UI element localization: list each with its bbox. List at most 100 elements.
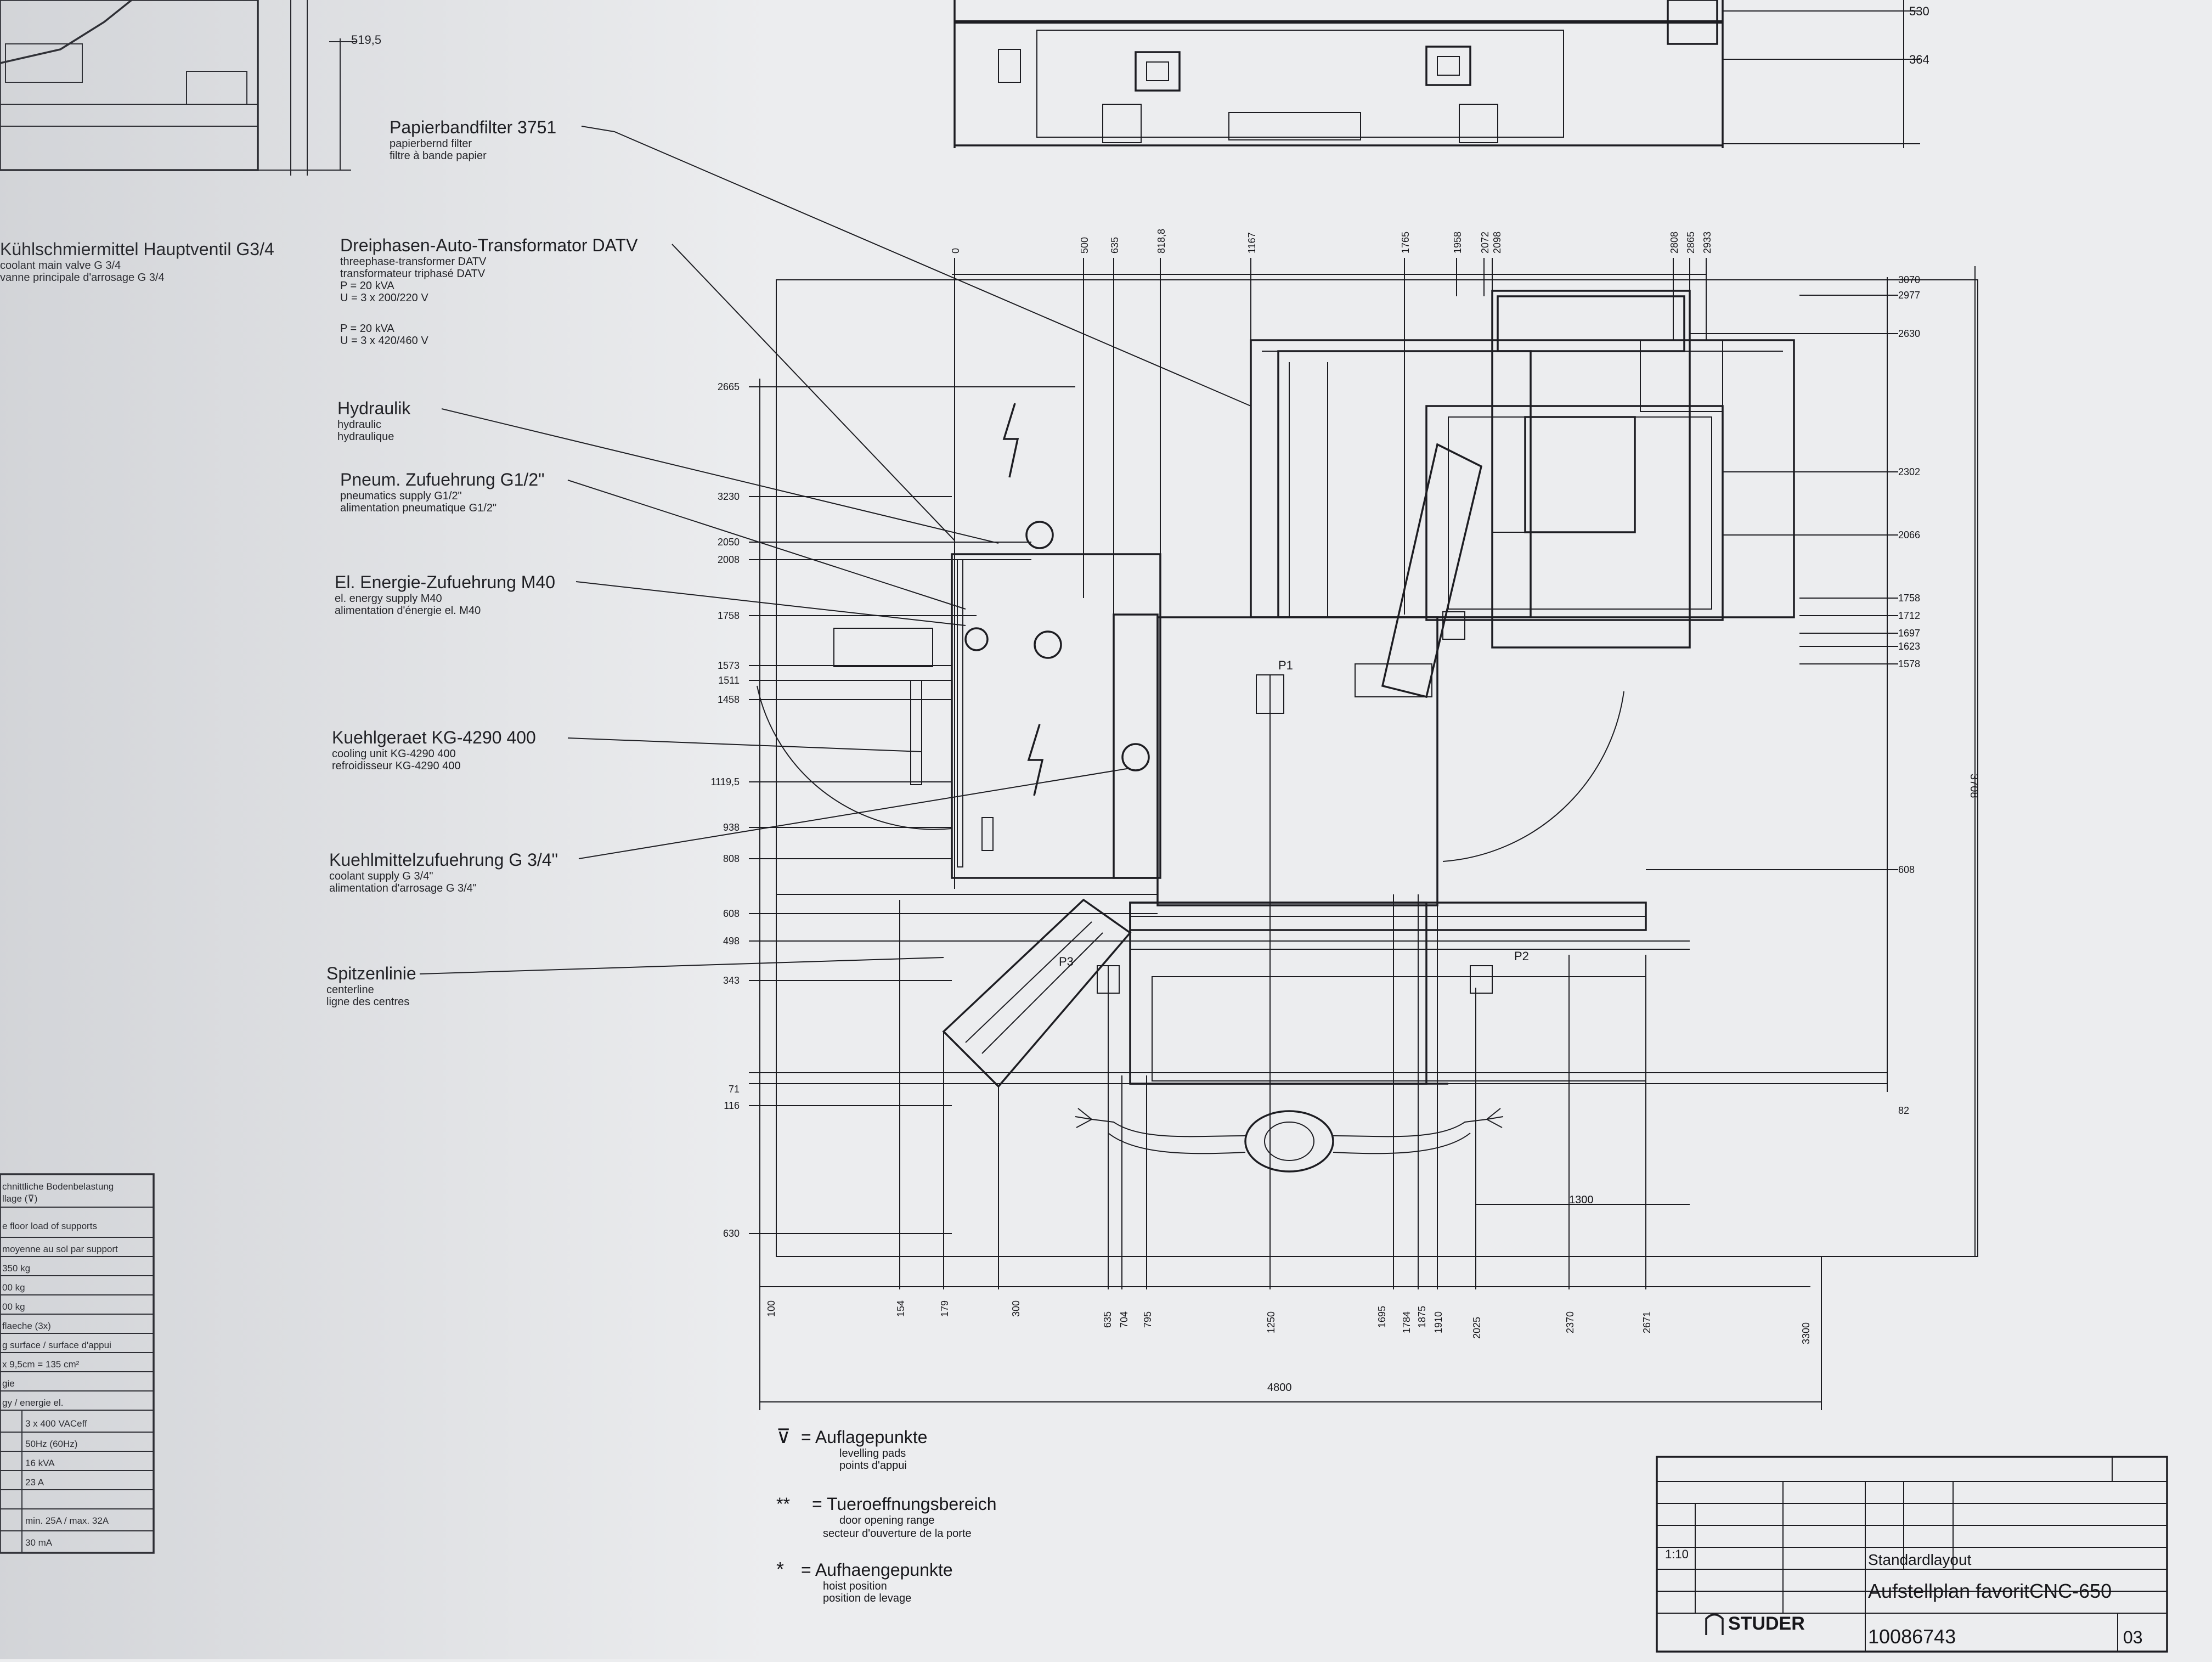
left-dim-343: 343 bbox=[723, 975, 740, 986]
legend-sub-door-fr: secteur d'ouverture de la porte bbox=[823, 1528, 972, 1540]
callout-transformator-en: threephase-transformer DATV bbox=[340, 256, 487, 268]
legend-symbol-pads: ⊽ bbox=[776, 1425, 791, 1447]
callout-kuehlmittel: Kuehlmittelzufuehrung G 3/4" bbox=[329, 850, 558, 870]
legend-sub-hoist-fr: position de levage bbox=[823, 1592, 911, 1604]
bottom-dim-1910: 1910 bbox=[1433, 1311, 1444, 1333]
callout-papierbandfilter-en: papierbernd filter bbox=[390, 138, 472, 150]
left-dim-2665: 2665 bbox=[718, 381, 740, 392]
table-row-0: chnittliche Bodenbelastung bbox=[2, 1181, 114, 1192]
bottom-dim-704: 704 bbox=[1119, 1311, 1130, 1328]
top-dim-2865: 2865 bbox=[1685, 232, 1696, 253]
panel-details bbox=[964, 403, 1150, 851]
studer-logo: STUDER bbox=[1728, 1613, 1805, 1634]
legend-sub-pads-en: levelling pads bbox=[839, 1447, 906, 1460]
dim-1300: 1300 bbox=[1569, 1194, 1594, 1206]
callout-transformator-fr: transformateur triphasé DATV bbox=[340, 268, 486, 280]
callout-hauptventil-fr: vanne principale d'arrosage G 3/4 bbox=[0, 272, 165, 284]
overall-height-dim: 3708 bbox=[1968, 774, 1980, 798]
bottom-dim-100: 100 bbox=[766, 1300, 777, 1317]
table-row-5: 00 kg bbox=[2, 1282, 25, 1293]
title-block: 1:10 Standardlayout Aufstellplan favorit… bbox=[1656, 1456, 2168, 1653]
left-dim-608: 608 bbox=[723, 908, 740, 919]
callout-transformator-p2: P = 20 kVA bbox=[340, 323, 394, 335]
bottom-dim-795: 795 bbox=[1142, 1311, 1153, 1328]
left-dimension-chain: 2665 3230 2050 2008 1758 1573 1511 1458 … bbox=[711, 379, 1887, 1239]
point-p3: P3 bbox=[1059, 955, 1074, 968]
callout-pneum: Pneum. Zufuehrung G1/2" bbox=[340, 470, 544, 489]
bottom-dim-154: 154 bbox=[895, 1300, 906, 1317]
point-p1: P1 bbox=[1278, 658, 1293, 672]
title-scale: 1:10 bbox=[1665, 1547, 1689, 1561]
dim-519-5: 519,5 bbox=[351, 33, 381, 47]
callout-kuehlgeraet-en: cooling unit KG-4290 400 bbox=[332, 748, 456, 760]
bottom-dim-635: 635 bbox=[1102, 1311, 1113, 1328]
top-dim-500: 500 bbox=[1079, 237, 1090, 253]
table-value-5: 30 mA bbox=[25, 1537, 53, 1548]
dim-530: 530 bbox=[1909, 4, 1929, 18]
legend-symbol-door: ** bbox=[776, 1494, 790, 1514]
callout-spitzenlinie-fr: ligne des centres bbox=[326, 996, 409, 1008]
right-dim-608-r: 608 bbox=[1898, 864, 1915, 875]
title-main: Aufstellplan favoritCNC-650 bbox=[1868, 1580, 2112, 1602]
left-dim-3230: 3230 bbox=[718, 491, 740, 502]
pneumatic-connector-icon bbox=[964, 627, 989, 651]
table-value-2: 16 kVA bbox=[25, 1458, 55, 1468]
electrical-hazard-icon-2 bbox=[1027, 724, 1044, 796]
callout-hauptventil-en: coolant main valve G 3/4 bbox=[0, 260, 121, 272]
right-dim-1697: 1697 bbox=[1898, 628, 1920, 639]
table-row-3: moyenne au sol par support bbox=[2, 1244, 118, 1254]
table-value-3: 23 A bbox=[25, 1477, 44, 1488]
title-number: 10086743 bbox=[1868, 1625, 1956, 1648]
bottom-dim-2025: 2025 bbox=[1471, 1317, 1482, 1339]
left-dim-1758: 1758 bbox=[718, 610, 740, 621]
bottom-dim-2671: 2671 bbox=[1641, 1311, 1652, 1333]
right-dim-2630: 2630 bbox=[1898, 328, 1920, 339]
left-dim-1511: 1511 bbox=[718, 675, 740, 686]
callout-transformator-u2: U = 3 x 420/460 V bbox=[340, 335, 428, 347]
top-dim-2072: 2072 bbox=[1480, 232, 1491, 253]
operator-figure bbox=[1075, 1108, 1504, 1173]
callout-kuehlmittel-en: coolant supply G 3/4" bbox=[329, 870, 433, 882]
table-row-7: flaeche (3x) bbox=[2, 1321, 51, 1331]
hydraulic-connector-icon bbox=[1025, 521, 1054, 549]
plan-view bbox=[757, 279, 1978, 1257]
point-p2: P2 bbox=[1514, 949, 1529, 963]
callout-texts: Papierbandfilter 3751 papierbernd filter… bbox=[0, 117, 638, 1008]
bottom-dim-3300: 3300 bbox=[1801, 1322, 1812, 1344]
callout-transformator-u1: U = 3 x 200/220 V bbox=[340, 292, 428, 304]
top-dim-1167: 1167 bbox=[1246, 232, 1257, 253]
left-dim-1119: 1119,5 bbox=[711, 776, 740, 787]
right-dim-1758: 1758 bbox=[1898, 593, 1920, 604]
table-row-10: gie bbox=[2, 1378, 15, 1389]
left-dim-2050: 2050 bbox=[718, 537, 740, 548]
callout-el-energie-en: el. energy supply M40 bbox=[335, 593, 442, 605]
callout-kuehlgeraet-fr: refroidisseur KG-4290 400 bbox=[332, 760, 461, 772]
right-dim-82: 82 bbox=[1898, 1105, 1909, 1116]
overall-width-dim: 4800 bbox=[1267, 1382, 1292, 1394]
front-elevation-view bbox=[953, 0, 1920, 148]
top-dim-818: 818,8 bbox=[1156, 229, 1167, 253]
top-dimension-chain: 0 500 635 818,8 1167 1765 1958 2072 2098… bbox=[950, 229, 1713, 889]
legend-sub-pads-fr: points d'appui bbox=[839, 1460, 907, 1472]
right-dim-2066: 2066 bbox=[1898, 529, 1920, 540]
callout-kuehlgeraet: Kuehlgeraet KG-4290 400 bbox=[332, 728, 536, 747]
top-dim-1958: 1958 bbox=[1452, 232, 1463, 253]
legend: ⊽ = Auflagepunkte levelling pads points … bbox=[776, 1425, 997, 1604]
left-dim-630: 630 bbox=[723, 1228, 740, 1239]
dim-364: 364 bbox=[1909, 53, 1929, 66]
legend-sub-hoist-en: hoist position bbox=[823, 1580, 887, 1592]
top-dim-2808: 2808 bbox=[1669, 232, 1680, 253]
right-dimension-chain: 3070 2977 2630 2302 2066 1758 1712 1697 … bbox=[1476, 266, 1980, 1257]
legend-title-pads: = Auflagepunkte bbox=[801, 1427, 927, 1447]
left-dim-116: 116 bbox=[724, 1100, 740, 1111]
left-dim-498: 498 bbox=[723, 936, 740, 947]
right-dim-1712: 1712 bbox=[1898, 610, 1920, 621]
left-dim-1458: 1458 bbox=[718, 694, 740, 705]
bottom-dim-300: 300 bbox=[1011, 1300, 1022, 1317]
right-dim-2302: 2302 bbox=[1898, 466, 1920, 477]
bottom-dim-1250: 1250 bbox=[1266, 1311, 1277, 1333]
left-elevation-view bbox=[0, 0, 357, 176]
table-row-6: 00 kg bbox=[2, 1302, 25, 1312]
callout-kuehlmittel-fr: alimentation d'arrosage G 3/4" bbox=[329, 882, 477, 894]
